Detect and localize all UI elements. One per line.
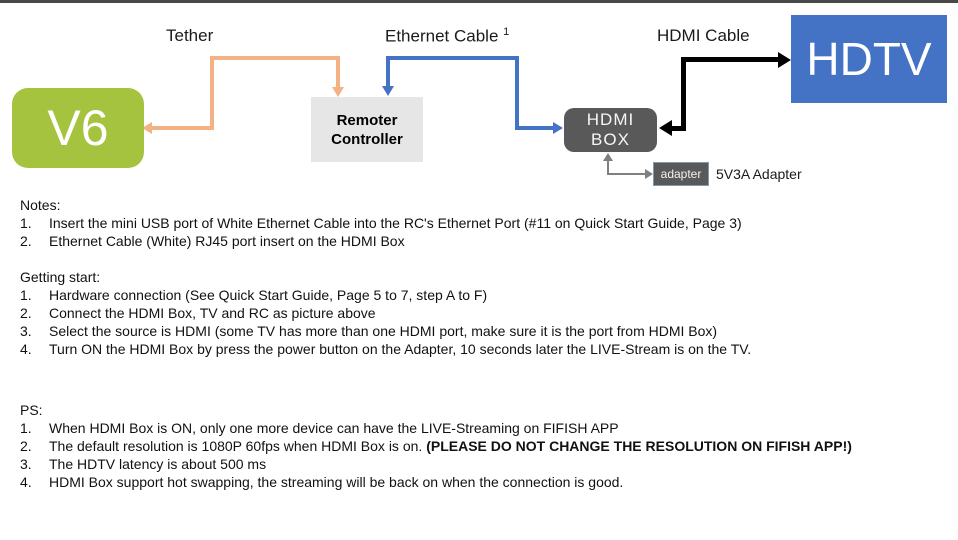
hdmi-line-segment — [681, 57, 779, 62]
hdmi-cable-label: HDMI Cable — [657, 26, 750, 46]
list-item-text: The HDTV latency is about 500 ms — [49, 456, 267, 472]
section-heading: Notes: — [20, 197, 61, 213]
tether-cable-label: Tether — [166, 26, 213, 46]
notes-sections: Notes: 1. Insert the mini USB port of Whit… — [20, 196, 876, 509]
ethernet-line-segment — [515, 56, 519, 130]
tether-label-text: Tether — [166, 26, 214, 45]
list-item-text: The default resolution is 1080P 60fps wh… — [49, 438, 852, 454]
list-item: 1. Insert the mini USB port of White Ethe… — [20, 214, 876, 232]
tether-line-segment — [150, 126, 214, 130]
list-item-number: 4. — [20, 341, 32, 357]
list-item-text: Select the source is HDMI (some TV has m… — [49, 323, 718, 339]
list-item-text: When HDMI Box is ON, only one more devic… — [49, 420, 619, 436]
ethernet-label-text: Ethernet Cable — [385, 26, 499, 46]
list-item: 2. The default resolution is 1080P 60fps … — [20, 437, 876, 455]
tether-line-segment — [210, 56, 340, 60]
text-section: PS: 1. When HDMI Box is ON, only one more … — [20, 401, 876, 491]
list-item-text: Ethernet Cable (White) RJ45 port insert … — [49, 233, 405, 249]
list-item-number: 4. — [20, 474, 32, 490]
remote-controller-node: Remoter Controller — [311, 97, 423, 162]
list-item-number: 3. — [20, 456, 32, 472]
hdmi-box-node: HDMI BOX — [564, 108, 657, 152]
list-item-text: Hardware connection (See Quick Start Gui… — [49, 287, 488, 303]
ethernet-arrowhead-to-controller — [382, 86, 394, 96]
power-line-segment — [607, 173, 645, 175]
ethernet-arrowhead-to-hdmi-box — [553, 122, 563, 134]
ethernet-cable-label: Ethernet Cable 1 — [385, 26, 509, 47]
adapter-caption: 5V3A Adapter — [716, 166, 802, 182]
v6-node-label: V6 — [47, 100, 109, 156]
hdtv-node-label: HDTV — [806, 33, 932, 85]
list-item-number: 3. — [20, 323, 32, 339]
section-heading: Getting start: — [20, 269, 101, 285]
list-item-number: 2. — [20, 233, 32, 249]
tether-arrowhead-to-controller — [332, 87, 344, 97]
tether-line-segment — [336, 56, 340, 90]
text-section: Getting start: 1. Hardware connection (See… — [20, 268, 876, 358]
list-item-text: Turn ON the HDMI Box by press the power … — [49, 341, 752, 357]
top-border-bar — [0, 0, 958, 3]
tether-line-segment — [210, 56, 214, 130]
power-line-segment — [607, 159, 609, 175]
remote-controller-label-line2: Controller — [331, 130, 403, 148]
list-item: 4. HDMI Box support hot swapping, the str… — [20, 473, 876, 491]
list-item: 1. Hardware connection (See Quick Start G… — [20, 286, 876, 304]
hdmi-box-label-line1: HDMI — [586, 110, 635, 129]
hdmi-label-text: HDMI Cable — [657, 26, 750, 45]
ethernet-line-segment — [386, 56, 519, 60]
hdmi-arrowhead-to-hdmi-box — [659, 120, 672, 136]
adapter-node: adapter — [653, 162, 709, 186]
adapter-node-label: adapter — [660, 167, 702, 181]
list-item-number: 1. — [20, 420, 32, 436]
ethernet-line-segment — [386, 56, 390, 88]
list-item-number: 2. — [20, 438, 32, 454]
adapter-caption-text: 5V3A Adapter — [716, 166, 802, 182]
list-item: 3. Select the source is HDMI (some TV has… — [20, 322, 876, 340]
list-item: 3. The HDTV latency is about 500 ms — [20, 455, 876, 473]
list-item: 1. When HDMI Box is ON, only one more dev… — [20, 419, 876, 437]
hdmi-arrowhead-to-hdtv — [778, 52, 791, 68]
power-arrowhead-to-adapter — [645, 169, 653, 179]
power-arrowhead-to-hdmi-box — [603, 153, 613, 161]
tether-arrowhead-to-v6 — [142, 122, 152, 134]
list-item-number: 2. — [20, 305, 32, 321]
section-heading: PS: — [20, 402, 43, 418]
hdmi-line-segment — [681, 57, 686, 131]
text-section: Notes: 1. Insert the mini USB port of Whit… — [20, 196, 876, 250]
hdmi-line-segment — [671, 126, 686, 131]
list-item-number: 1. — [20, 215, 32, 231]
ethernet-footnote-marker: 1 — [503, 26, 510, 38]
list-item-text: Insert the mini USB port of White Ethern… — [49, 215, 742, 231]
hdtv-node: HDTV — [791, 15, 947, 103]
ethernet-line-segment — [515, 126, 555, 130]
list-item: 2. Connect the HDMI Box, TV and RC as pic… — [20, 304, 876, 322]
list-item: 4. Turn ON the HDMI Box by press the powe… — [20, 340, 876, 358]
list-item: 2. Ethernet Cable (White) RJ45 port inser… — [20, 232, 876, 250]
list-item-text: HDMI Box support hot swapping, the strea… — [49, 474, 624, 490]
remote-controller-label-line1: Remoter — [336, 111, 398, 129]
list-item-number: 1. — [20, 287, 32, 303]
v6-drone-node: V6 — [12, 88, 144, 168]
list-item-text: Connect the HDMI Box, TV and RC as pictu… — [49, 305, 376, 321]
hdmi-box-label-line2: BOX — [591, 130, 630, 149]
